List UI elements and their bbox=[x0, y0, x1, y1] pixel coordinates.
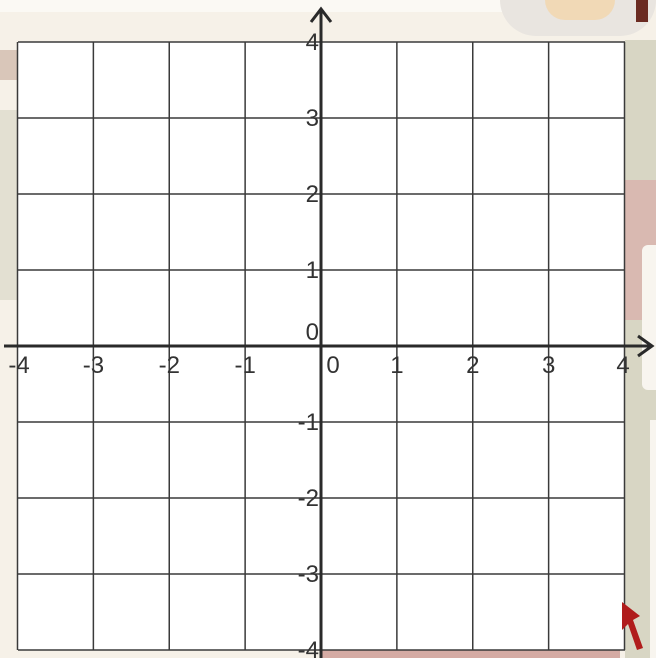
x-tick-label: 0 bbox=[326, 352, 339, 379]
y-tick-label: -2 bbox=[298, 485, 319, 512]
y-tick-label: 0 bbox=[306, 319, 319, 346]
y-tick-label: 4 bbox=[306, 29, 319, 56]
y-tick-label: -1 bbox=[298, 409, 319, 436]
x-tick-label: -4 bbox=[8, 352, 29, 379]
y-tick-label: 3 bbox=[306, 105, 319, 132]
x-tick-label: -3 bbox=[83, 352, 104, 379]
y-tick-label: 2 bbox=[306, 181, 319, 208]
x-tick-label: 2 bbox=[466, 352, 479, 379]
y-tick-label: -4 bbox=[298, 637, 319, 658]
x-tick-label: -2 bbox=[159, 352, 180, 379]
x-tick-label: 4 bbox=[616, 352, 629, 379]
y-tick-label: -3 bbox=[298, 561, 319, 588]
x-tick-label: 3 bbox=[542, 352, 555, 379]
x-tick-label: 1 bbox=[390, 352, 403, 379]
x-tick-label: -1 bbox=[234, 352, 255, 379]
y-tick-label: 1 bbox=[306, 257, 319, 284]
